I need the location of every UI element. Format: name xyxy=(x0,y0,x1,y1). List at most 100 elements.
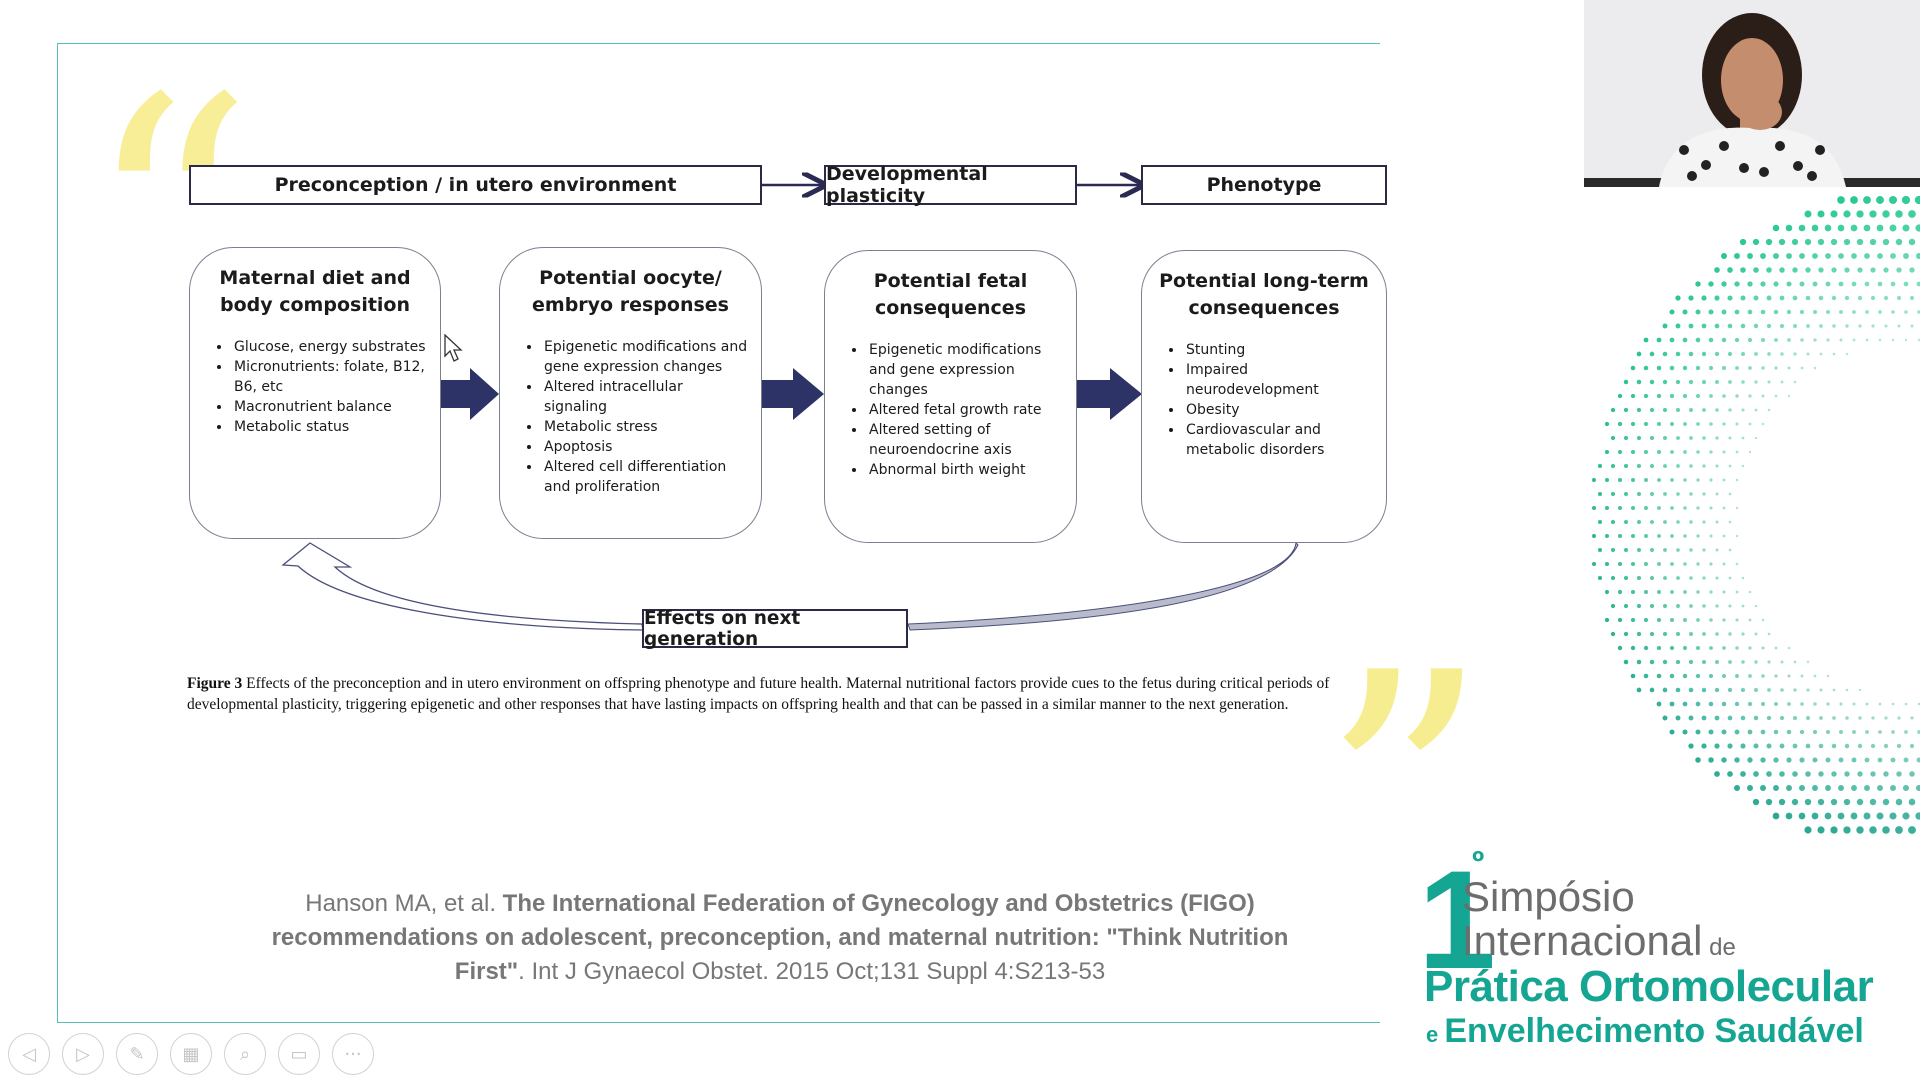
decoration-dot xyxy=(1676,492,1680,496)
decoration-dot xyxy=(1766,743,1772,749)
decoration-dot xyxy=(1844,743,1850,749)
decoration-dot xyxy=(1722,394,1726,398)
decoration-dot xyxy=(1708,729,1714,735)
decoration-dot xyxy=(1839,338,1843,342)
decoration-dot xyxy=(1850,812,1858,820)
decoration-dot xyxy=(1734,757,1740,763)
decoration-dot xyxy=(1689,604,1693,608)
decoration-dot xyxy=(1767,632,1771,636)
decoration-dot xyxy=(1728,576,1732,580)
decoration-dot xyxy=(1754,688,1758,692)
decoration-dot xyxy=(1610,407,1616,413)
panel-list: Glucose, energy substrates Micronutrient… xyxy=(190,337,440,437)
decoration-dot xyxy=(1851,785,1857,791)
decoration-dot xyxy=(1636,603,1642,609)
decoration-dot xyxy=(1851,253,1857,259)
decoration-dot xyxy=(1870,267,1876,273)
decoration-dot xyxy=(1825,757,1831,763)
panel-oocyte-embryo: Potential oocyte/ embryo responses Epige… xyxy=(499,247,762,539)
decoration-dot xyxy=(1728,408,1732,412)
subtitles-icon: ▭ xyxy=(290,1043,308,1065)
decoration-dot xyxy=(1715,548,1719,552)
decoration-dot xyxy=(1604,561,1610,567)
decoration-dot xyxy=(1884,716,1888,720)
decoration-dot xyxy=(1683,422,1687,426)
decoration-dot xyxy=(1670,506,1674,510)
decoration-dot xyxy=(1779,743,1785,749)
decoration-dot xyxy=(1773,757,1779,763)
next-slide-button[interactable]: ▷ xyxy=(62,1033,104,1075)
decoration-dot xyxy=(1721,281,1727,287)
decoration-dot xyxy=(1909,743,1915,749)
zoom-button[interactable]: ⌕ xyxy=(224,1033,266,1075)
decoration-dot xyxy=(1805,295,1811,301)
decoration-dot xyxy=(1709,618,1713,622)
decoration-dot xyxy=(1695,645,1701,651)
decoration-dot xyxy=(1656,337,1662,343)
decoration-dot xyxy=(1721,673,1727,679)
decoration-dot xyxy=(1714,715,1720,721)
decoration-dot xyxy=(1767,688,1771,692)
decoration-dot xyxy=(1793,688,1797,692)
decoration-dot xyxy=(1806,688,1810,692)
decoration-dot xyxy=(1791,238,1799,246)
decoration-dot xyxy=(1817,210,1825,218)
previous-slide-button[interactable]: ◁ xyxy=(8,1033,50,1075)
decoration-dot xyxy=(1804,798,1812,806)
panel-title: Potential fetal consequences xyxy=(825,268,1076,322)
decoration-dot xyxy=(1604,533,1610,539)
decoration-dot xyxy=(1858,688,1862,692)
decoration-dot xyxy=(1702,576,1706,580)
decoration-dot xyxy=(1688,323,1694,329)
decoration-dot xyxy=(1884,324,1888,328)
decoration-dot xyxy=(1800,674,1804,678)
decoration-dot xyxy=(1715,604,1719,608)
decoration-dot xyxy=(1714,323,1720,329)
decoration-dot xyxy=(1779,715,1785,721)
decoration-dot xyxy=(1909,267,1915,273)
decoration-dot xyxy=(1649,351,1655,357)
decoration-dot xyxy=(1766,715,1772,721)
decoration-dot xyxy=(1748,422,1752,426)
decoration-dot xyxy=(1779,267,1785,273)
decoration-dot xyxy=(1843,238,1851,246)
decoration-dot xyxy=(1688,351,1694,357)
decoration-dot xyxy=(1714,743,1720,749)
slide-overview-button[interactable]: ▦ xyxy=(170,1033,212,1075)
decoration-dot xyxy=(1657,506,1661,510)
logo-number: 1 xyxy=(1418,841,1496,998)
decoration-dot xyxy=(1683,450,1687,454)
decoration-dot xyxy=(1663,464,1667,468)
decoration-dot xyxy=(1904,310,1908,314)
decoration-dot xyxy=(1747,309,1753,315)
decoration-dot xyxy=(1916,757,1920,763)
list-item: Metabolic stress xyxy=(542,417,749,437)
subtitles-button[interactable]: ▭ xyxy=(278,1033,320,1075)
decoration-dot xyxy=(1715,436,1719,440)
decoration-dot xyxy=(1728,548,1732,552)
decoration-dot xyxy=(1740,267,1746,273)
decoration-dot xyxy=(1669,337,1675,343)
decoration-dot xyxy=(1915,224,1920,232)
decoration-dot xyxy=(1817,798,1825,806)
decoration-dot xyxy=(1812,757,1818,763)
decoration-dot xyxy=(1752,798,1760,806)
decoration-dot xyxy=(1896,267,1902,273)
decoration-dot xyxy=(1856,238,1864,246)
decoration-dot xyxy=(1656,645,1662,651)
decoration-dot xyxy=(1917,730,1920,734)
decoration-dot xyxy=(1845,716,1849,720)
decoration-dot xyxy=(1650,548,1654,552)
more-options-button[interactable]: ··· xyxy=(332,1033,374,1075)
decoration-dot xyxy=(1813,338,1817,342)
panel-title: Potential long-term consequences xyxy=(1142,268,1386,322)
decoration-dot xyxy=(1787,646,1791,650)
decoration-dot xyxy=(1852,730,1856,734)
pen-tool-button[interactable]: ✎ xyxy=(116,1033,158,1075)
decoration-dot xyxy=(1675,351,1681,357)
decoration-dot xyxy=(1722,366,1726,370)
decoration-dot xyxy=(1915,784,1920,792)
decoration-dot xyxy=(1878,310,1882,314)
decoration-dot xyxy=(1767,408,1771,412)
decoration-dot xyxy=(1735,590,1739,594)
